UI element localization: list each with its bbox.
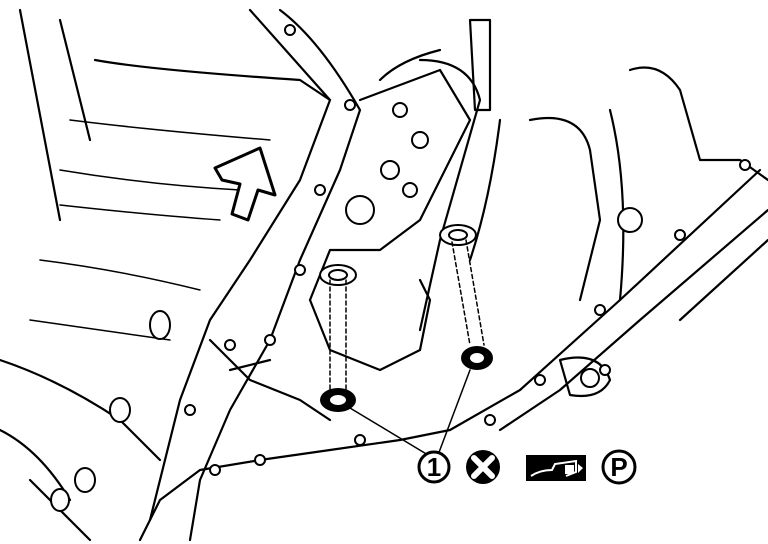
front-direction-arrow-icon	[213, 146, 277, 222]
p-circle-icon: P	[601, 449, 637, 485]
callout-1: 1	[417, 450, 451, 484]
housing-bosses	[50, 310, 171, 512]
transaxle-housing-lines	[0, 8, 768, 542]
o-ring-seats	[319, 224, 477, 286]
o-rings	[320, 346, 493, 412]
callout-leader-lines	[349, 369, 471, 456]
o-ring-guide-lines	[329, 239, 485, 391]
x-circle-icon	[466, 450, 500, 484]
sealant-tube-icon	[526, 455, 586, 481]
flange-bolt-holes	[184, 24, 751, 476]
callout-number: 1	[427, 452, 441, 482]
svg-text:P: P	[610, 452, 627, 482]
